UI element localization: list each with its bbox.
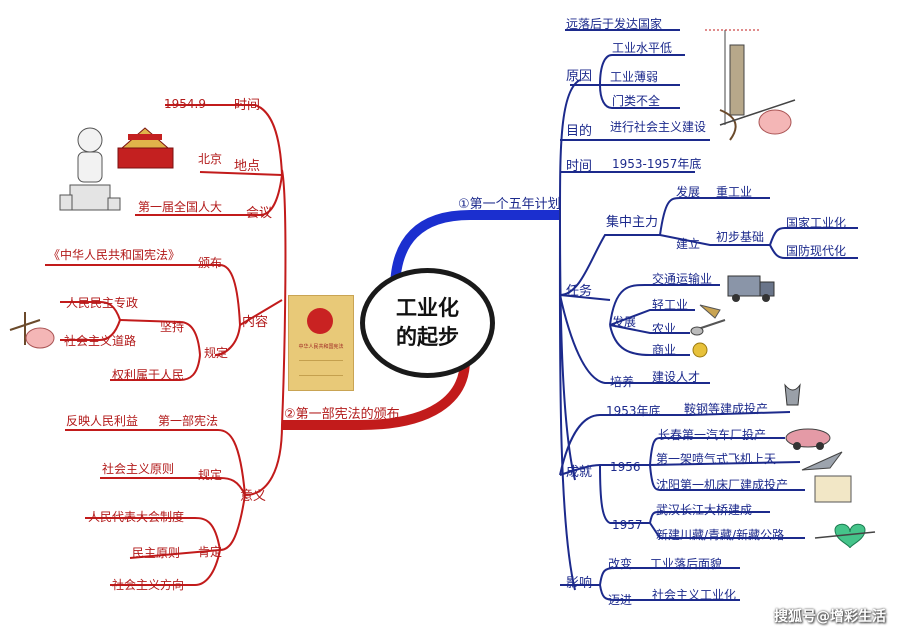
book-cover-title: 中华人民共和国宪法 bbox=[298, 344, 344, 350]
book-cover-lines bbox=[299, 360, 343, 376]
reason-item-2: 工业薄弱 bbox=[610, 70, 659, 84]
significance-label: 意义 bbox=[240, 489, 267, 504]
coin-drawing bbox=[692, 342, 708, 358]
bow-arrow-drawing bbox=[719, 109, 737, 141]
task-build: 建立 bbox=[676, 237, 701, 251]
task-label: 任务 bbox=[566, 284, 593, 299]
content-democracy: 人民民主专政 bbox=[66, 296, 139, 310]
purpose-label: 目的 bbox=[566, 124, 593, 139]
task-commerce: 商业 bbox=[652, 343, 677, 357]
significance-affirm: 肯定 bbox=[198, 545, 223, 559]
task-light: 轻工业 bbox=[652, 298, 689, 312]
machine-drawing bbox=[814, 475, 852, 503]
content-power: 权利属于人民 bbox=[112, 368, 185, 382]
tiananmen-drawing bbox=[117, 147, 174, 169]
task-focus: 集中主力 bbox=[606, 215, 659, 230]
content-label: 内容 bbox=[242, 315, 269, 330]
center-title-line1: 工业化 bbox=[396, 296, 459, 320]
pig-drawing-left bbox=[25, 327, 55, 349]
right-branch-label: ①第一个五年计划 bbox=[458, 197, 561, 212]
right-main-branch bbox=[390, 210, 560, 291]
achievement-1956: 1956 bbox=[610, 460, 641, 474]
significance-direction: 社会主义方向 bbox=[112, 578, 185, 592]
content-constitution: 《中华人民共和国宪法》 bbox=[48, 248, 181, 262]
pig-drawing-right bbox=[758, 109, 792, 135]
achievement-1953: 1953年底 bbox=[606, 404, 661, 418]
time-label: 时间 bbox=[566, 159, 593, 174]
task-defense: 国防现代化 bbox=[786, 244, 847, 258]
reason-item-3: 门类不全 bbox=[612, 94, 661, 108]
jet-drawing bbox=[801, 451, 843, 471]
significance-principle: 社会主义原则 bbox=[102, 462, 175, 476]
left-branch-label: ②第一部宪法的颁布 bbox=[284, 407, 400, 422]
achievement-wuhan: 武汉长江大桥建成 bbox=[656, 503, 753, 517]
constitution-book-image: 中华人民共和国宪法 bbox=[288, 295, 354, 391]
achievement-1957: 1957 bbox=[612, 518, 643, 532]
content-socialism: 社会主义道路 bbox=[64, 334, 137, 348]
meeting-place: 北京 bbox=[198, 152, 223, 166]
podium-drawing bbox=[69, 184, 111, 211]
task-develop2: 发展 bbox=[612, 315, 637, 329]
time-text: 1953-1957年底 bbox=[612, 157, 702, 171]
heart-drawing bbox=[834, 523, 866, 549]
center-node-title: 工业化 的起步 bbox=[360, 294, 495, 352]
meeting-place-label: 地点 bbox=[234, 159, 261, 174]
watermark: 搜狐号@增彩生活 bbox=[774, 609, 886, 625]
national-emblem-icon bbox=[307, 308, 333, 334]
significance-first: 第一部宪法 bbox=[158, 414, 219, 428]
center-node-circle bbox=[360, 268, 495, 378]
achievement-jet: 第一架喷气式飞机上天 bbox=[656, 452, 777, 466]
task-transport: 交通运输业 bbox=[652, 272, 713, 286]
task-cultivate: 培养 bbox=[610, 375, 635, 389]
achievement-anshan: 鞍钢等建成投产 bbox=[684, 402, 769, 416]
center-title-line2: 的起步 bbox=[396, 325, 459, 349]
task-agriculture: 农业 bbox=[652, 322, 677, 336]
achievement-shenyang: 沈阳第一机床厂建成投产 bbox=[656, 478, 789, 492]
meeting-label: 会议 bbox=[246, 206, 273, 221]
task-initial-base: 初步基础 bbox=[716, 230, 765, 244]
reason-item-1: 工业水平低 bbox=[612, 41, 673, 55]
content-rule: 规定 bbox=[204, 346, 229, 360]
meeting-time: 1954.9 bbox=[164, 97, 206, 111]
impact-change: 改变 bbox=[608, 557, 633, 571]
impact-advance-text: 社会主义工业化 bbox=[652, 588, 737, 602]
impact-change-text: 工业落后面貌 bbox=[650, 557, 723, 571]
crossbow-drawing bbox=[9, 312, 41, 345]
significance-democracy: 民主原则 bbox=[132, 546, 181, 560]
task-industrialization: 国家工业化 bbox=[786, 216, 847, 230]
impact-label: 影响 bbox=[566, 576, 593, 591]
task-develop: 发展 bbox=[676, 185, 701, 199]
significance-interest: 反映人民利益 bbox=[66, 414, 139, 428]
achievement-label: 成就 bbox=[566, 465, 593, 480]
achievement-changchun: 长春第一汽车厂投产 bbox=[658, 428, 767, 442]
cup-drawing bbox=[784, 383, 801, 406]
significance-congress: 人民代表大会制度 bbox=[88, 510, 185, 524]
shovel-drawing bbox=[699, 304, 721, 319]
person-head-drawing bbox=[77, 127, 103, 153]
impact-advance: 迈进 bbox=[608, 593, 633, 607]
significance-rule: 规定 bbox=[198, 468, 223, 482]
task-talent: 建设人才 bbox=[652, 370, 701, 384]
meeting-name: 第一届全国人大 bbox=[138, 200, 223, 214]
door-drawing bbox=[729, 44, 745, 116]
person-body-drawing bbox=[77, 151, 103, 183]
truck-drawing bbox=[727, 275, 761, 297]
reason-label: 原因 bbox=[566, 69, 593, 84]
task-heavy: 重工业 bbox=[716, 185, 753, 199]
top-note: 远落后于发达国家 bbox=[566, 17, 663, 31]
meeting-time-label: 时间 bbox=[234, 98, 261, 113]
left-main-branch bbox=[282, 359, 470, 430]
achievement-roads: 新建川藏/青藏/新藏公路 bbox=[656, 528, 785, 542]
content-promulgate: 颁布 bbox=[198, 256, 223, 270]
purpose-text: 进行社会主义建设 bbox=[610, 120, 707, 134]
content-uphold: 坚持 bbox=[160, 320, 185, 334]
